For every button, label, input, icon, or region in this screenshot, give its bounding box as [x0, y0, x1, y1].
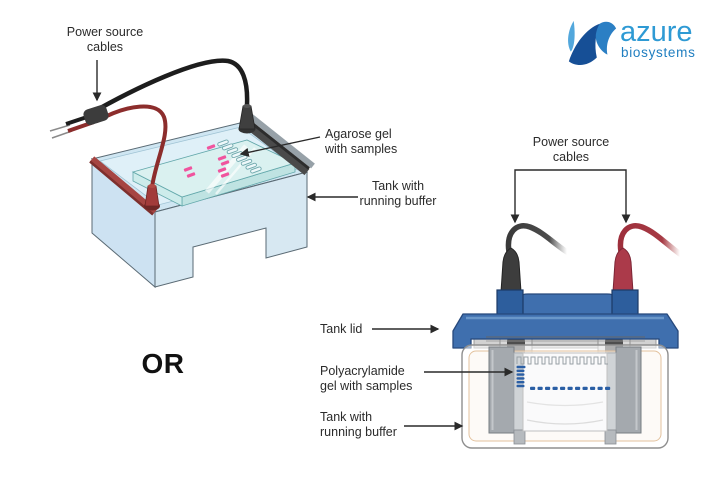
label-line: gel with samples: [320, 379, 413, 393]
label-line: running buffer: [320, 425, 397, 439]
label-line: Polyacrylamide: [320, 364, 405, 378]
leader-arrows: [92, 60, 631, 431]
label-left-power-cables: Power source cables: [55, 25, 155, 55]
pink-sample-bands: [183, 144, 230, 178]
red-electrode-bar: [89, 156, 158, 215]
right-inner-strip: [606, 352, 617, 431]
marker-ladder: [516, 365, 526, 388]
blue-sample-bands: [530, 386, 611, 390]
label-poly-gel: Polyacrylamide gel with samples: [320, 364, 430, 394]
gel-comb: [516, 356, 608, 365]
tank-right-wall-edge: [247, 112, 315, 169]
black-electrode-edge: [245, 117, 310, 170]
or-divider: OR: [141, 348, 185, 379]
label-line: Power source: [66, 25, 144, 39]
label-tank-lid: Tank lid: [320, 322, 380, 337]
cassette-curve-1: [526, 401, 604, 407]
right-foot: [604, 429, 617, 445]
arrow-agarose-gel: [239, 136, 321, 157]
label-line: Power source: [532, 135, 610, 149]
label-right-tank: Tank with running buffer: [320, 410, 420, 440]
red-power-cable: [95, 104, 168, 189]
vertical-gel-tank-illustration: [452, 223, 683, 449]
label-line: running buffer: [359, 194, 437, 208]
label-line: cables: [86, 40, 124, 54]
red-power-cable-right: [617, 223, 683, 257]
logo-wordmark: azure: [620, 16, 693, 48]
agarose-gel-slab: [131, 139, 297, 207]
arrow-right-power-cables: [510, 169, 631, 224]
cable-connector-sleeve: [83, 104, 109, 126]
left-inner-strip: [513, 352, 524, 431]
azure-wave-icon: [568, 20, 617, 65]
gel-cassette: [522, 352, 608, 432]
tank-lid: [452, 313, 679, 349]
label-right-power-cables: Power source cables: [518, 135, 624, 165]
black-power-cable-right: [505, 223, 570, 255]
red-electrode-shadow: [89, 160, 154, 216]
label-line: cables: [552, 150, 590, 164]
label-left-tank: Tank with running buffer: [348, 179, 448, 209]
label-line: Tank with: [320, 410, 373, 424]
left-foot: [513, 429, 526, 445]
label-line: Tank with: [371, 179, 425, 193]
black-plug-cone: [238, 104, 256, 134]
label-agarose-gel: Agarose gel with samples: [325, 127, 420, 157]
black-power-cable: [85, 58, 250, 118]
horizontal-gel-tank-illustration: [49, 58, 315, 289]
label-line: Agarose gel: [325, 127, 392, 141]
red-plug-cone: [144, 184, 160, 211]
black-plug: [500, 247, 522, 293]
azure-biosystems-logo: azure biosystems: [563, 14, 713, 70]
red-plug: [612, 247, 634, 293]
logo-submark: biosystems: [621, 45, 696, 60]
label-line: Tank lid: [320, 322, 363, 336]
label-line: with samples: [325, 142, 398, 156]
cassette-curve-2: [526, 419, 604, 425]
